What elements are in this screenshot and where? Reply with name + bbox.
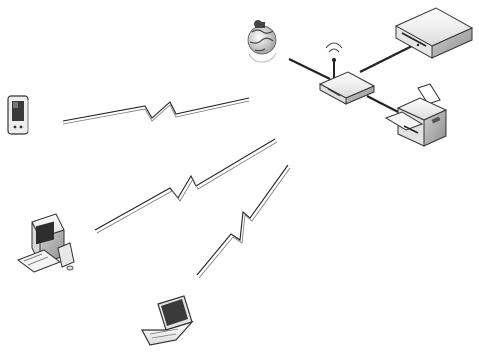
- wireless-router-icon[interactable]: [320, 43, 374, 104]
- printer-icon[interactable]: [386, 84, 446, 146]
- modem-icon[interactable]: [396, 8, 472, 58]
- desktop-computer-icon[interactable]: [18, 214, 74, 272]
- wired-link-printer: [367, 96, 402, 114]
- laptop-icon[interactable]: [142, 296, 192, 345]
- pda-icon[interactable]: [8, 96, 28, 134]
- wireless-link-laptop: [197, 165, 290, 278]
- globe-cloud-icon[interactable]: [248, 20, 276, 62]
- wired-link-cloud: [289, 59, 330, 79]
- wired-link-modem: [360, 46, 412, 72]
- wireless-link-pda: [63, 98, 249, 124]
